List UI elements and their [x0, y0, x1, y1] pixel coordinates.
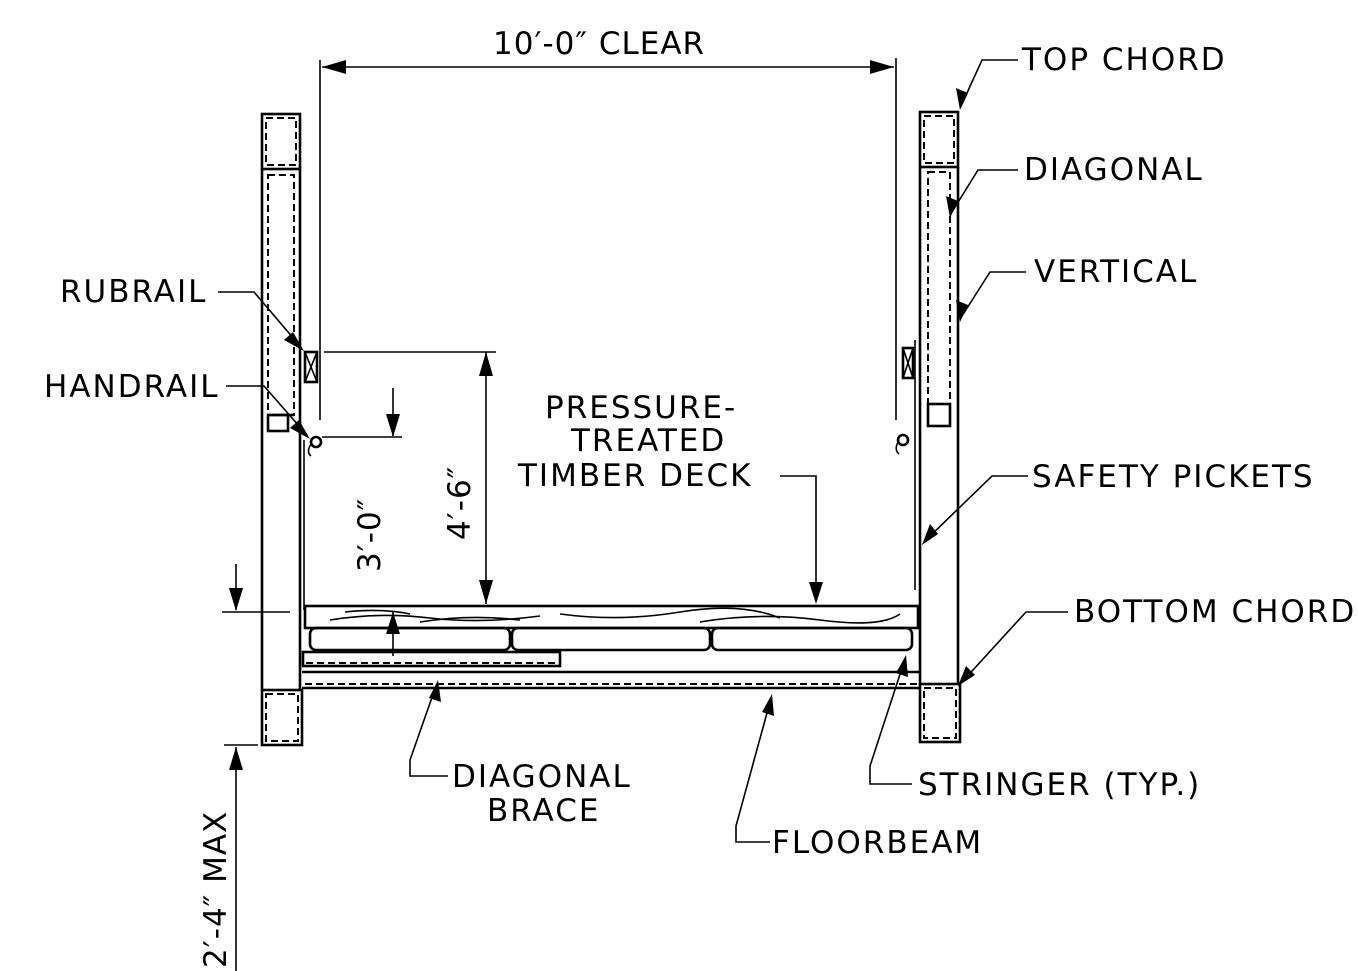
deck-level-mark — [222, 564, 290, 613]
top-chord-label: TOP CHORD — [1021, 42, 1227, 78]
clear-width-label: 10′-0″ CLEAR — [493, 26, 705, 62]
left-truss — [260, 112, 323, 747]
handrail-height-dimension — [322, 388, 402, 656]
deck-label-line-2: TREATED — [570, 423, 726, 459]
max-depth-dimension — [224, 744, 258, 971]
clear-width-dimension — [319, 58, 897, 420]
vertical-label: VERTICAL — [1034, 254, 1198, 290]
rubrail-label: RUBRAIL — [60, 274, 207, 310]
floorbeam — [302, 670, 920, 690]
leader-lines — [218, 59, 1068, 843]
stringers — [308, 626, 914, 652]
deck-label-line-3: TIMBER DECK — [517, 458, 753, 494]
handrail-height-label: 3′-0″ — [352, 498, 388, 572]
diagonal-label: DIAGONAL — [1024, 152, 1204, 188]
deck-label-line-1: PRESSURE- — [545, 390, 737, 426]
bottom-chord-label: BOTTOM CHORD — [1074, 594, 1356, 630]
handrail-label: HANDRAIL — [44, 369, 219, 405]
floorbeam-label: FLOORBEAM — [772, 825, 983, 861]
rail-height-dimension — [324, 351, 496, 604]
safety-pickets-label: SAFETY PICKETS — [1032, 459, 1315, 495]
max-depth-label: 2′-4″ MAX — [198, 811, 234, 968]
rail-height-label: 4′-6″ — [442, 466, 478, 540]
diagonal-brace-label-line-1: DIAGONAL — [452, 759, 632, 795]
stringer-label: STRINGER (TYP.) — [918, 767, 1201, 803]
diagonal-brace — [301, 650, 562, 668]
diagonal-brace-label-line-2: BRACE — [487, 793, 600, 829]
right-truss — [895, 110, 962, 744]
